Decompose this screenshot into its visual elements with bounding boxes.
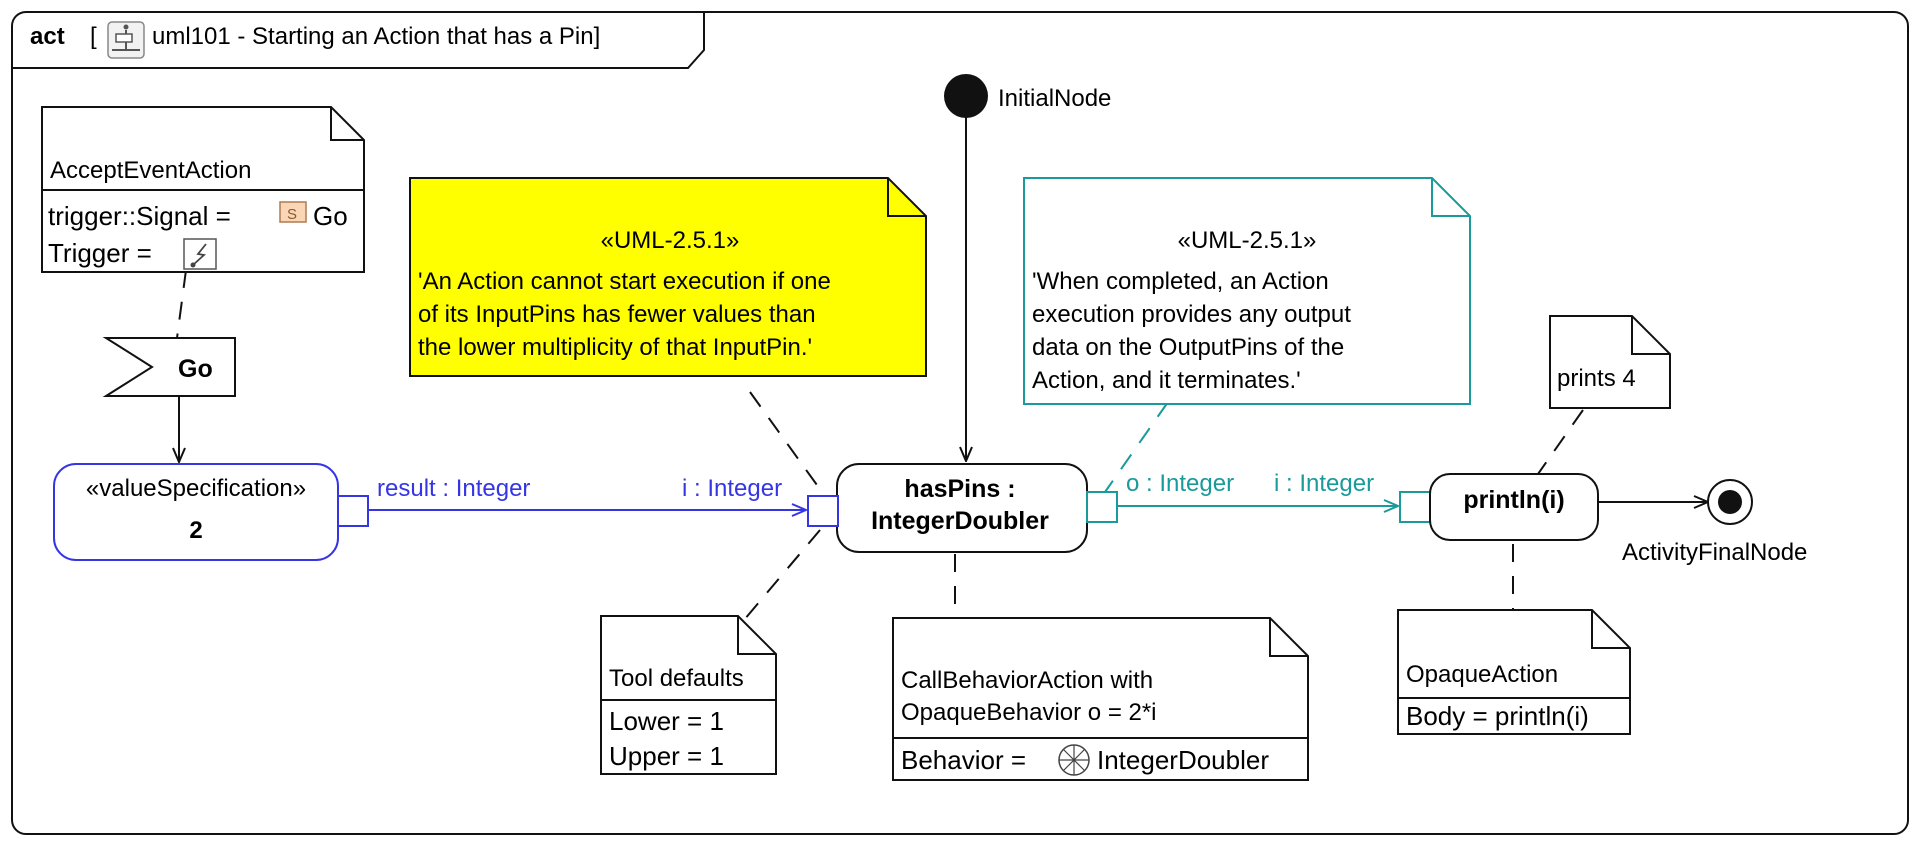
uml-input-note-stereotype: «UML-2.5.1»	[601, 227, 740, 254]
call-behavior-note[interactable]	[892, 617, 1309, 781]
println-input-pin[interactable]	[1399, 491, 1431, 523]
uml-input-pin-note[interactable]	[409, 177, 927, 377]
uml-input-note-line: of its InputPins has fewer values than	[418, 301, 816, 328]
tool-defaults-upper: Upper = 1	[609, 741, 724, 771]
tool-defaults-title: Tool defaults	[609, 665, 744, 692]
opaque-action-title: OpaqueAction	[1406, 661, 1558, 688]
tool-defaults-note[interactable]	[600, 615, 777, 775]
haspins-line1: hasPins :	[904, 475, 1015, 503]
call-behavior-behavior-value: IntegerDoubler	[1097, 745, 1269, 775]
value-spec-stereotype: «valueSpecification»	[86, 475, 306, 502]
prints-note[interactable]	[1549, 315, 1671, 409]
result-output-pin[interactable]	[337, 495, 369, 527]
initial-node[interactable]	[944, 74, 988, 118]
call-behavior-line2: OpaqueBehavior o = 2*i	[901, 699, 1157, 726]
opaque-action-note[interactable]	[1397, 609, 1631, 735]
prints-note-text: prints 4	[1557, 365, 1636, 392]
accept-event-trigger-value: Go	[313, 201, 348, 231]
println-action[interactable]	[1429, 473, 1599, 541]
uml-output-note-line: data on the OutputPins of the	[1032, 334, 1344, 361]
opaque-action-body: Body = println(i)	[1406, 701, 1589, 731]
activity-final-node[interactable]	[1707, 479, 1753, 525]
accept-event-trigger2-label: Trigger =	[48, 238, 152, 268]
activity-final-node-label: ActivityFinalNode	[1622, 539, 1807, 566]
call-behavior-behavior-label: Behavior =	[901, 745, 1026, 775]
accept-event-action-label: Go	[178, 355, 213, 383]
trigger-icon	[183, 238, 217, 270]
haspins-line2: IntegerDoubler	[871, 507, 1049, 535]
uml-input-note-line: 'An Action cannot start execution if one	[418, 268, 831, 295]
tool-defaults-lower: Lower = 1	[609, 706, 724, 736]
value-spec-value: 2	[189, 517, 202, 544]
uml-output-note-line: execution provides any output	[1032, 301, 1351, 328]
uml-input-note-line: the lower multiplicity of that InputPin.…	[418, 334, 812, 361]
svg-text:S: S	[287, 206, 297, 223]
accept-event-action[interactable]	[102, 337, 236, 397]
uml-output-note-stereotype: «UML-2.5.1»	[1178, 227, 1317, 254]
initial-node-label: InitialNode	[998, 85, 1111, 112]
haspins-output-pin[interactable]	[1086, 491, 1118, 523]
opaque-behavior-icon	[1058, 744, 1090, 776]
uml-output-pin-note[interactable]	[1023, 177, 1471, 405]
frame-title: uml101 - Starting an Action that has a P…	[152, 23, 600, 50]
haspins-input-pin[interactable]	[807, 495, 839, 527]
accept-event-note[interactable]	[41, 106, 365, 273]
println-input-pin-label: i : Integer	[1274, 470, 1374, 497]
uml-output-note-line: Action, and it terminates.'	[1032, 367, 1301, 394]
frame-open-bracket: [	[90, 23, 97, 50]
accept-event-note-title: AcceptEventAction	[50, 157, 251, 184]
result-pin-label: result : Integer	[377, 475, 530, 502]
haspins-input-pin-label: i : Integer	[682, 475, 782, 502]
activity-diagram-icon	[107, 21, 145, 59]
note-anchors	[176, 269, 1584, 621]
println-label: println(i)	[1463, 486, 1564, 514]
haspins-output-pin-label: o : Integer	[1126, 470, 1234, 497]
call-behavior-line1: CallBehaviorAction with	[901, 667, 1153, 694]
accept-event-trigger-label: trigger::Signal =	[48, 201, 231, 231]
frame-kind: act	[30, 23, 65, 50]
signal-icon: S	[279, 201, 307, 223]
uml-output-note-line: 'When completed, an Action	[1032, 268, 1329, 295]
